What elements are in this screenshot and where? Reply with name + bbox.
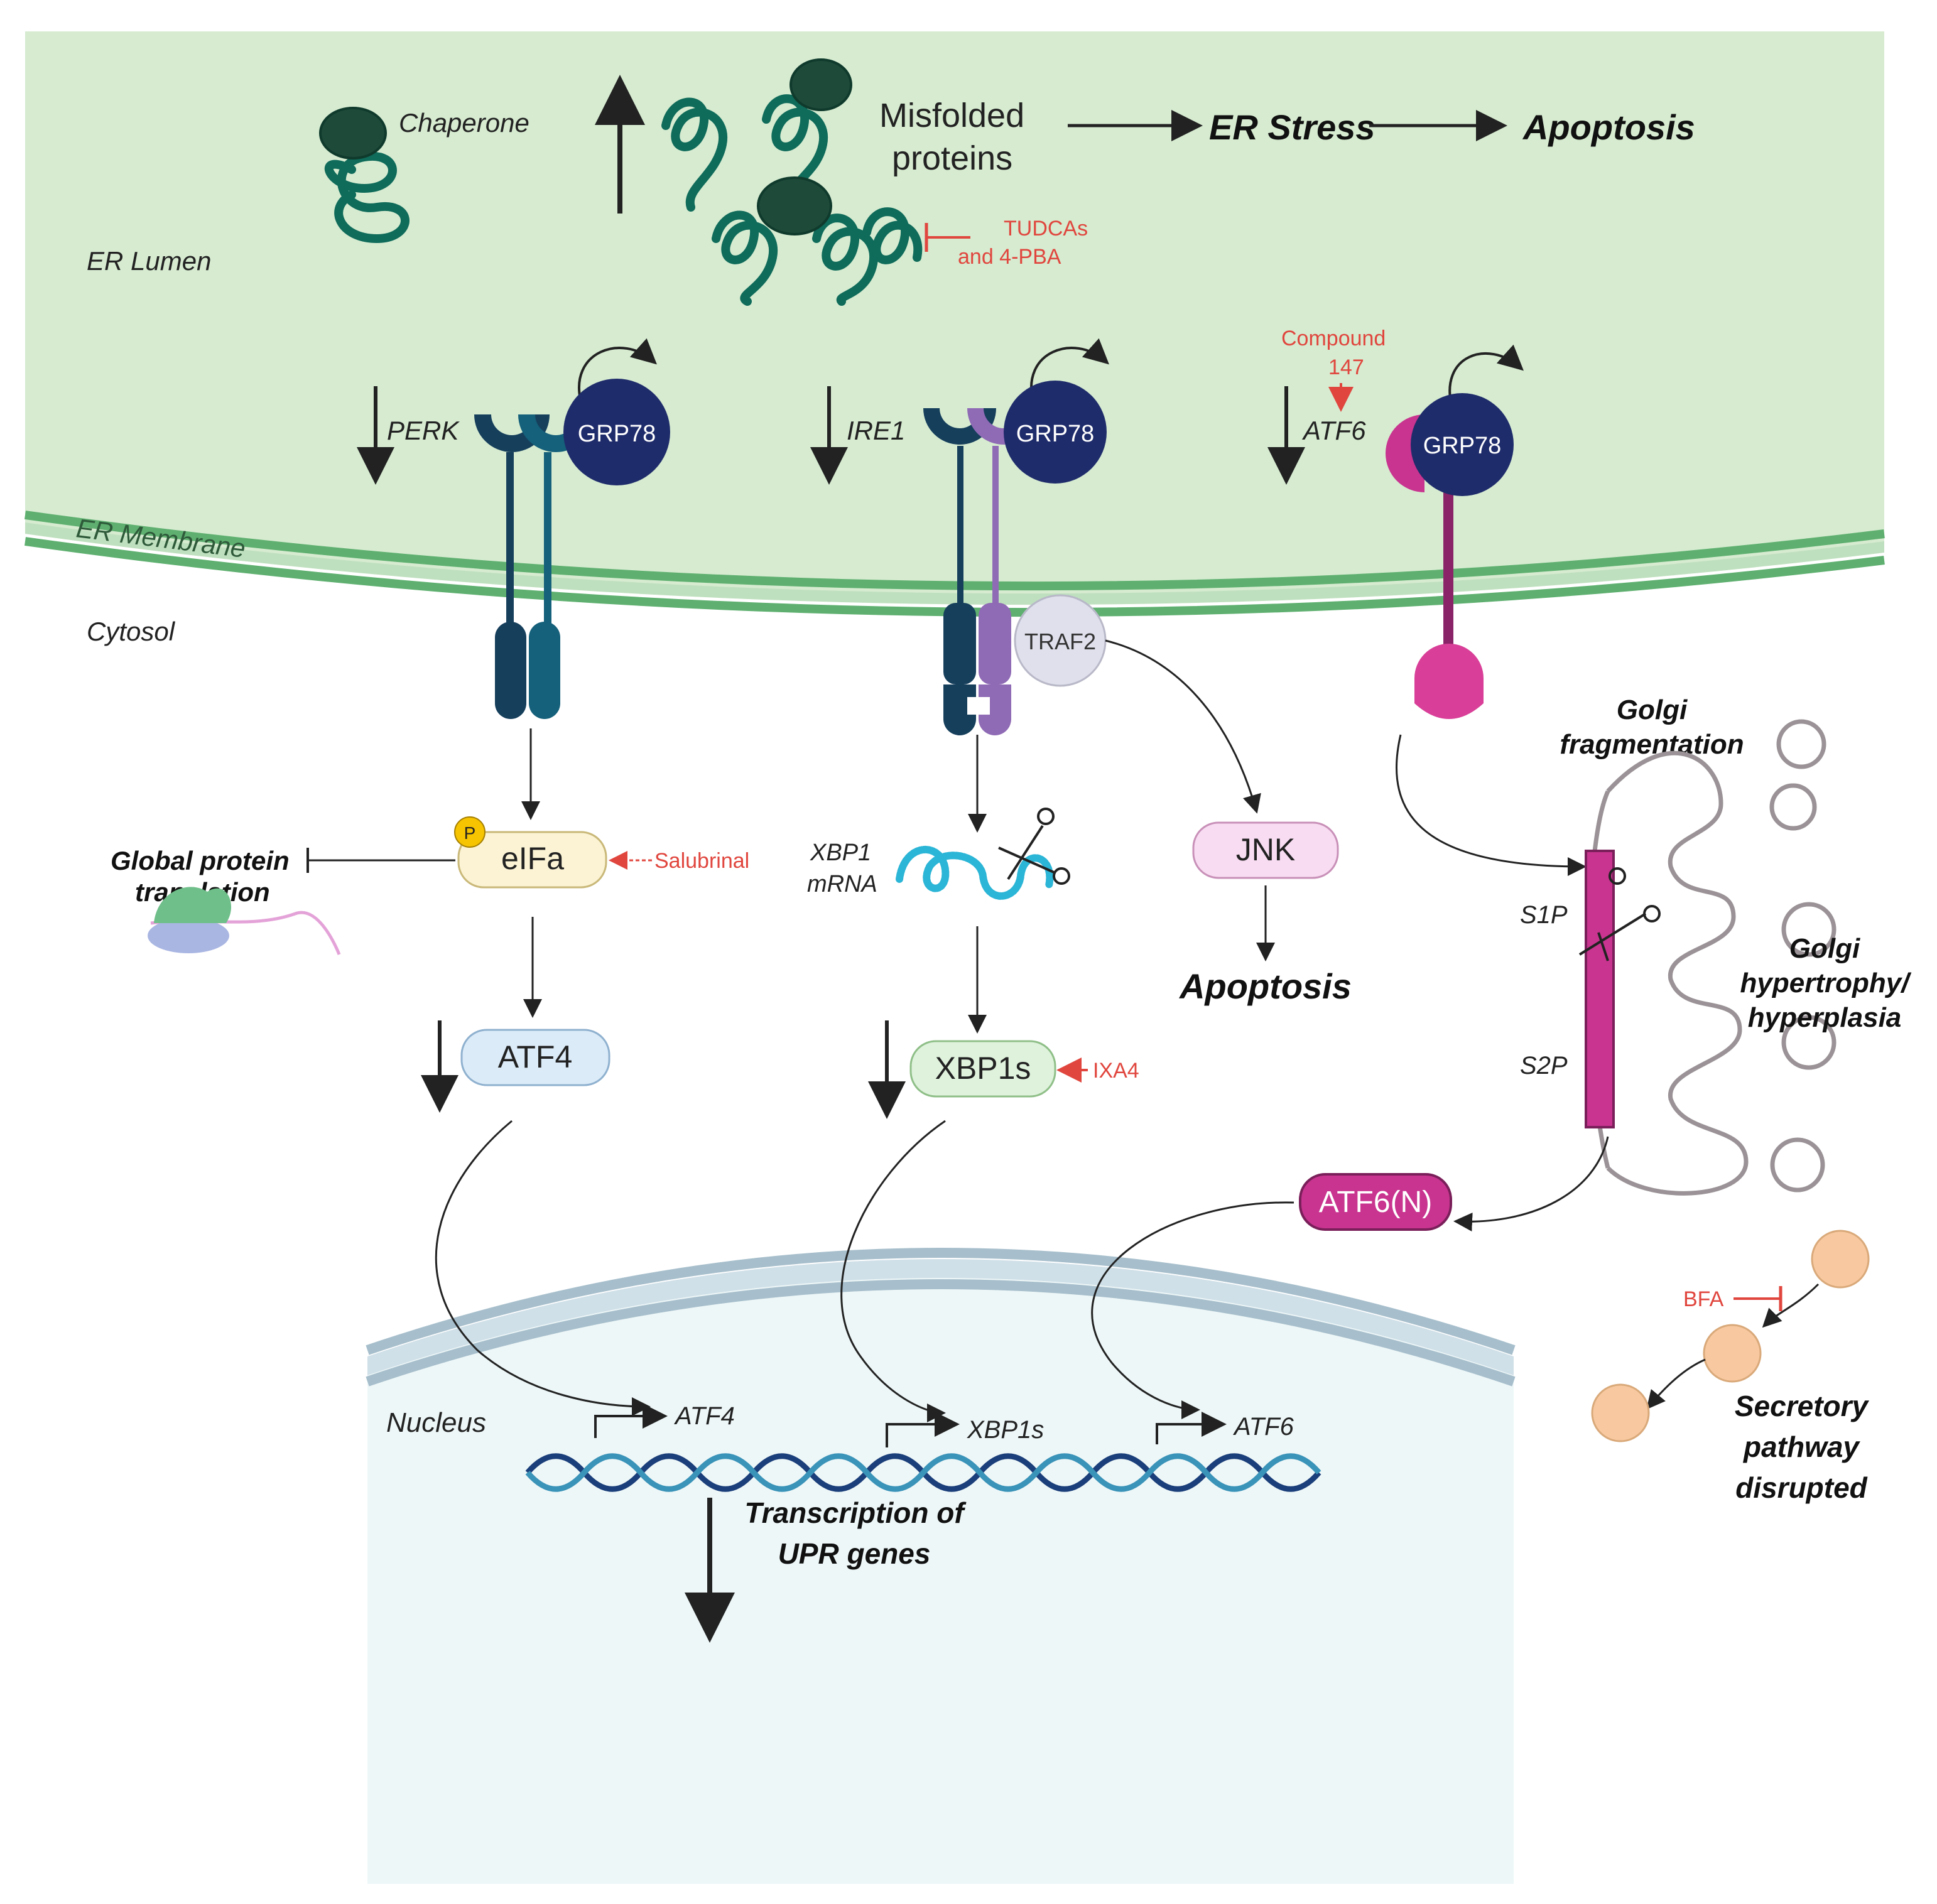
jnk-label: JNK	[1236, 832, 1295, 867]
phospho-badge-icon	[454, 816, 486, 848]
nucleus-label: Nucleus	[386, 1407, 486, 1438]
arrow-vesicle-1-to-2	[1762, 1283, 1820, 1328]
ire1-grp78-circle	[1004, 381, 1107, 484]
atf6-promoter-arrow	[1156, 1412, 1227, 1444]
nuclear-envelope-fill	[367, 1259, 1514, 1375]
arrow-atf6-to-golgi	[1396, 734, 1587, 876]
vesicle-icon	[1811, 1230, 1870, 1289]
perk-release-arrow	[578, 338, 657, 403]
atf6n-box	[1299, 1173, 1452, 1231]
scissors-icon	[998, 808, 1070, 885]
er-stress-label: ER Stress	[1209, 107, 1375, 147]
tudca-label-line2: and 4-PBA	[958, 245, 1061, 269]
eifa-label: eIFa	[501, 841, 564, 876]
compound-label-line1: Compound	[1281, 327, 1386, 350]
misfolded-chaperone-2	[757, 176, 832, 235]
ire1-label: IRE1	[847, 416, 905, 445]
golgi-hyp-label-line3: hyperplasia	[1748, 1002, 1902, 1033]
atf4-box	[460, 1029, 610, 1086]
s2p-label: S2P	[1520, 1052, 1568, 1079]
arrow-xbp1s-to-nucleus	[840, 1120, 946, 1422]
er-lumen-label: ER Lumen	[87, 246, 211, 276]
chaperone-label: Chaperone	[399, 108, 529, 138]
ribosome-icon	[148, 887, 341, 955]
ire1-receptor-icon	[923, 408, 1040, 735]
salubrinal-label: Salubrinal	[654, 849, 749, 873]
nuclear-envelope-outer	[366, 1248, 1516, 1355]
cytosol-label: Cytosol	[87, 617, 176, 646]
atf4-label: ATF4	[498, 1039, 573, 1074]
golgi-frag-label-line1: Golgi	[1617, 695, 1688, 725]
perk-grp78-circle	[563, 379, 670, 485]
arrow-atf6n-to-nucleus	[1091, 1201, 1294, 1419]
arrow-atf4-to-nucleus	[435, 1120, 651, 1416]
protease-scissors-icon	[1578, 867, 1661, 961]
nuclear-envelope-inner	[366, 1279, 1516, 1387]
xbp1s-label: XBP1s	[935, 1051, 1031, 1086]
phospho-badge-label: P	[464, 823, 476, 843]
atf6-receptor-label: ATF6	[1301, 416, 1366, 445]
bfa-label: BFA	[1683, 1287, 1724, 1311]
chaperone-icon	[319, 107, 410, 244]
apoptosis-mid-label: Apoptosis	[1178, 966, 1352, 1006]
jnk-box	[1192, 821, 1339, 879]
misfolded-label-line2: proteins	[892, 139, 1012, 177]
vesicle-icon-3	[1591, 1383, 1650, 1442]
atf6-grp78-label: GRP78	[1423, 433, 1502, 459]
perk-grp78-label: GRP78	[578, 421, 656, 447]
compound-label-line2: 147	[1328, 355, 1364, 379]
perk-label: PERK	[387, 416, 460, 445]
s1p-label: S1P	[1520, 901, 1568, 929]
misfolded-chaperone-1	[789, 58, 852, 111]
vesicle-icon-2	[1703, 1324, 1762, 1383]
golgi-hyp-label-line1: Golgi	[1789, 933, 1860, 964]
arrow-traf2-to-jnk	[1105, 639, 1261, 814]
eifa-box	[457, 831, 607, 889]
xbp1s-promoter-arrow	[886, 1412, 960, 1447]
nucleus-region	[367, 1265, 1514, 1884]
atf4-promoter-arrow	[594, 1404, 668, 1438]
atf6-release-arrow	[1448, 344, 1524, 409]
misfolded-label-line1: Misfolded	[879, 97, 1024, 134]
arrow-vesicle-2-to-3	[1646, 1358, 1706, 1410]
dna-icon	[525, 1453, 1321, 1492]
global-translation-line1: Global protein	[111, 846, 290, 875]
xbp1-mrna-label-line2: mRNA	[807, 871, 877, 897]
golgi-frag-label-line2: fragmentation	[1560, 729, 1744, 760]
arrow-golgi-to-atf6n	[1453, 1136, 1609, 1231]
er-membrane-fill	[25, 522, 1884, 605]
golgi-hyp-label-line2: hypertrophy/	[1740, 968, 1913, 998]
atf6n-label: ATF6(N)	[1319, 1186, 1432, 1219]
xbp1-mrna-icon	[896, 845, 1054, 900]
secretory-label-line2: pathway	[1742, 1431, 1860, 1463]
atf6-grp78-circle	[1411, 393, 1514, 496]
ire1-release-arrow	[1030, 338, 1109, 403]
ire1-grp78-label: GRP78	[1016, 421, 1095, 447]
transcription-label-line2: UPR genes	[778, 1537, 931, 1570]
apoptosis-top-label: Apoptosis	[1522, 107, 1695, 147]
gene-atf4-label: ATF4	[674, 1402, 735, 1430]
traf2-label: TRAF2	[1024, 629, 1096, 654]
secretory-label-line3: disrupted	[1735, 1471, 1867, 1504]
transcription-label-line1: Transcription of	[744, 1496, 967, 1529]
gene-atf6-label: ATF6	[1233, 1413, 1294, 1441]
secretory-label-line1: Secretory	[1735, 1390, 1870, 1422]
xbp1s-box	[909, 1040, 1056, 1098]
golgi-protease-bar	[1585, 850, 1615, 1128]
xbp1-mrna-label-line1: XBP1	[810, 840, 871, 866]
gene-xbp1s-label: XBP1s	[967, 1416, 1044, 1444]
ixa4-label: IXA4	[1093, 1059, 1139, 1083]
tudca-label-line1: TUDCAs	[1004, 217, 1088, 241]
misfolded-protein-icon	[661, 94, 923, 306]
